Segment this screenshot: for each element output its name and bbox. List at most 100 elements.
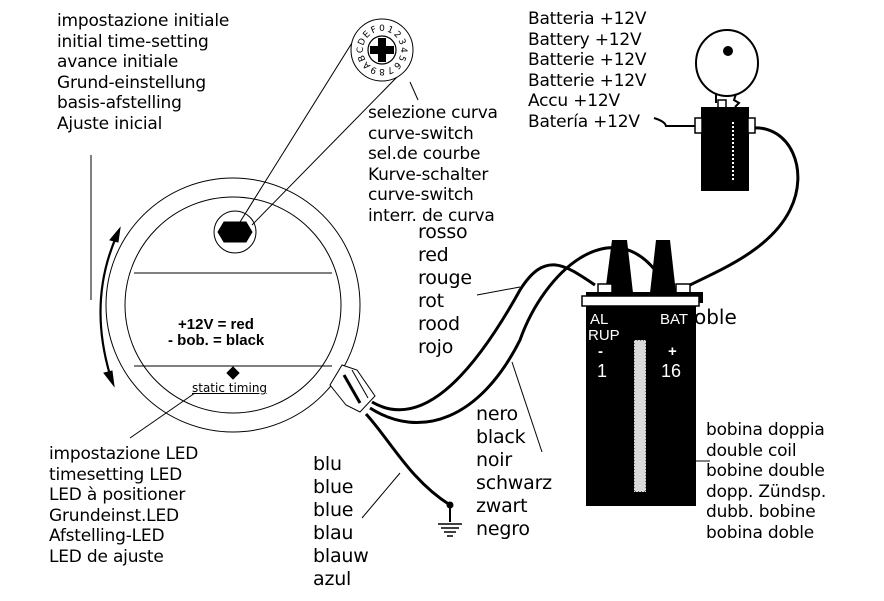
label-line: impostazione LED [49, 444, 199, 464]
callout-line-left [234, 29, 361, 231]
dial-digit: F [370, 25, 379, 36]
dial-digit: 5 [396, 53, 407, 62]
label-line: sel.de courbe [368, 144, 481, 164]
dial-digit: 9 [369, 64, 378, 76]
double-coil [581, 240, 703, 506]
ignition-module [105, 177, 361, 433]
coil-terminal-right [675, 283, 691, 294]
label-line: azul [313, 568, 352, 590]
dial-digit: 4 [398, 47, 408, 53]
label-line: blue [313, 476, 354, 498]
timing-led-icon [226, 366, 240, 380]
key-head [695, 29, 759, 97]
wiring-note-line-1: +12V = red [178, 316, 254, 333]
label-line: Ajuste inicial [57, 113, 163, 134]
dial-digit: 1 [385, 25, 394, 36]
label-line: LED à positioner [49, 485, 186, 505]
label-line: Grund-einstellung [57, 72, 206, 93]
battery-left-wire [653, 117, 695, 127]
dial-cross-icon [370, 38, 394, 62]
label-line: LED de ajuste [49, 546, 164, 567]
black-wire [369, 246, 657, 424]
key-hole [723, 46, 733, 56]
label-line: timesetting LED [49, 464, 183, 485]
dial-digit: D [357, 37, 369, 47]
coil-terminal-rup: RUP [588, 327, 620, 344]
coil-left-number: 1 [597, 361, 608, 381]
dial-digit: 8 [379, 66, 385, 76]
coil-overflow-text: oble [694, 305, 737, 329]
label-line: rosso [418, 221, 468, 243]
label-line: selezione curva [368, 103, 498, 123]
label-line: nero [476, 403, 518, 425]
battery-switch-body [701, 107, 749, 191]
dial-digit: B [357, 53, 369, 63]
label-line: blue [313, 499, 354, 521]
black-wire-leader [511, 361, 543, 453]
label-line: Kurve-schalter [368, 164, 489, 185]
label-line: black [476, 426, 526, 448]
label-line: basis-afstelling [57, 93, 182, 113]
coil-terminal-al: AL [590, 311, 609, 328]
dial-digit: C [356, 47, 366, 53]
cable-gland [329, 364, 376, 413]
wires [364, 117, 800, 507]
dial-digit: 2 [391, 30, 402, 41]
label-line: blu [313, 453, 342, 475]
label-line: rot [418, 290, 444, 312]
leader-lines [129, 286, 710, 519]
curve-switch-leader [409, 81, 419, 101]
dial-callout-lines [234, 29, 419, 231]
label-line: Batterie +12V [528, 50, 647, 70]
coil-tower-right [650, 240, 676, 293]
label-line: curve-switch [368, 185, 474, 205]
module-wiring-note: +12V = red - bob. = black [168, 317, 264, 349]
coil-right-number: 16 [661, 361, 682, 381]
label-line: rojo [418, 336, 454, 358]
dial-digit: 3 [396, 37, 407, 46]
coil-label-strip [634, 340, 646, 492]
label-line: dubb. bobine [706, 502, 816, 522]
module-inner-ring [124, 196, 342, 414]
label-line: blauw [313, 545, 369, 567]
label-line: Batería +12V [528, 111, 640, 132]
callout-line-right [251, 75, 399, 226]
coil-left-polarity: - [598, 343, 603, 360]
label-line: double coil [706, 440, 797, 461]
dial-digit: 7 [385, 64, 394, 75]
dial-digit: 6 [391, 59, 402, 70]
curve-switch-socket [213, 210, 257, 254]
label-line: Batteria +12V [528, 9, 647, 29]
label-line: Battery +12V [528, 29, 642, 50]
red-wire-leader [476, 286, 521, 296]
label-line: avance initiale [57, 52, 179, 72]
label-line: Afstelling-LED [49, 526, 165, 546]
label-line: bobina doble [706, 522, 815, 543]
battery-to-coil-wire [689, 126, 800, 287]
label-line: rood [418, 313, 460, 335]
blue-wire-leader [361, 472, 401, 519]
label-line: bobina doppia [706, 420, 825, 440]
label-line: curve-switch [368, 123, 474, 144]
coil-tower-left [605, 240, 633, 293]
blue-wire [364, 412, 451, 507]
static-timing-label: static timing [192, 381, 268, 395]
label-line: zwart [476, 495, 528, 517]
led-leader [129, 392, 196, 439]
ground-icon [438, 501, 462, 537]
dial-digit: E [362, 29, 373, 40]
label-line: bobine double [706, 461, 825, 481]
ignition-key-switch [694, 29, 759, 191]
label-line: blau [313, 522, 354, 544]
red-wire [371, 263, 596, 412]
label-line: Batterie +12V [528, 70, 647, 91]
label-line: Grundeinst.LED [49, 505, 179, 526]
